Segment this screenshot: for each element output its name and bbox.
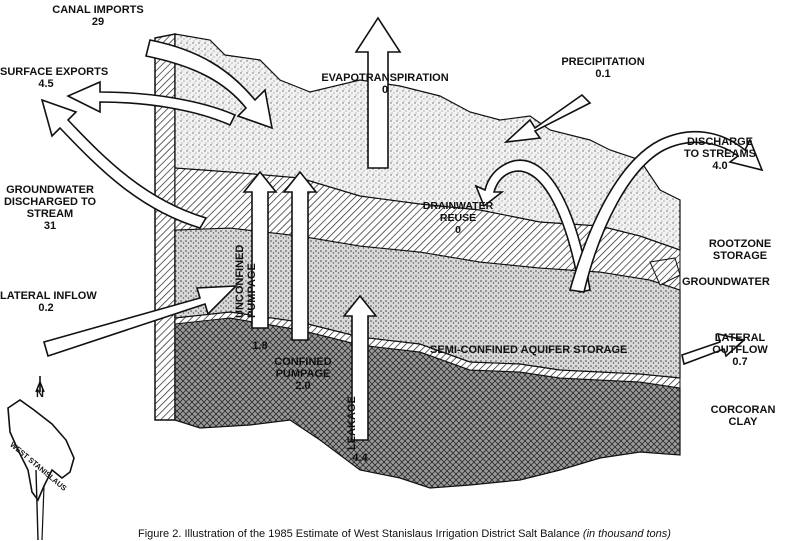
figure-caption: Figure 2. Illustration of the 1985 Estim… [138,528,671,540]
leakage-label: LEAKAGE [346,396,358,450]
corcoran-clay-label: CORCORAN CLAY [698,404,788,428]
confined-pumpage-label: CONFINED PUMPAGE 2.0 [268,356,338,392]
rootzone-storage-label: ROOTZONE STORAGE [700,238,780,262]
north-arrow-label: N [33,388,47,400]
lateral-inflow-label: LATERAL INFLOW 0.2 [0,290,92,314]
lateral-outflow-label: LATERAL OUTFLOW 0.7 [700,332,780,368]
discharge-to-streams-label: DISCHARGE TO STREAMS 4.0 [675,136,765,172]
leakage-value: 4.4 [340,452,380,464]
canal-imports-label: CANAL IMPORTS 29 [28,4,168,28]
groundwater-discharged-label: GROUNDWATER DISCHARGED TO STREAM 31 [0,184,100,232]
drainwater-reuse-label: DRAINWATER REUSE 0 [418,200,498,236]
unconfined-pumpage-label: UNCONFINED PUMPAGE [234,245,258,318]
groundwater-label: GROUNDWATER [682,276,792,288]
surface-exports-label: SURFACE EXPORTS 4.5 [0,66,92,90]
location-map-inset [8,376,74,540]
precipitation-label: PRECIPITATION 0.1 [548,56,658,80]
block-left-face [155,34,175,420]
unconfined-pumpage-value: 1.8 [240,340,280,352]
semi-confined-aquifer-label: SEMI-CONFINED AQUIFER STORAGE [430,344,620,356]
evapotranspiration-label: EVAPOTRANSPIRATION 0 [310,72,460,96]
